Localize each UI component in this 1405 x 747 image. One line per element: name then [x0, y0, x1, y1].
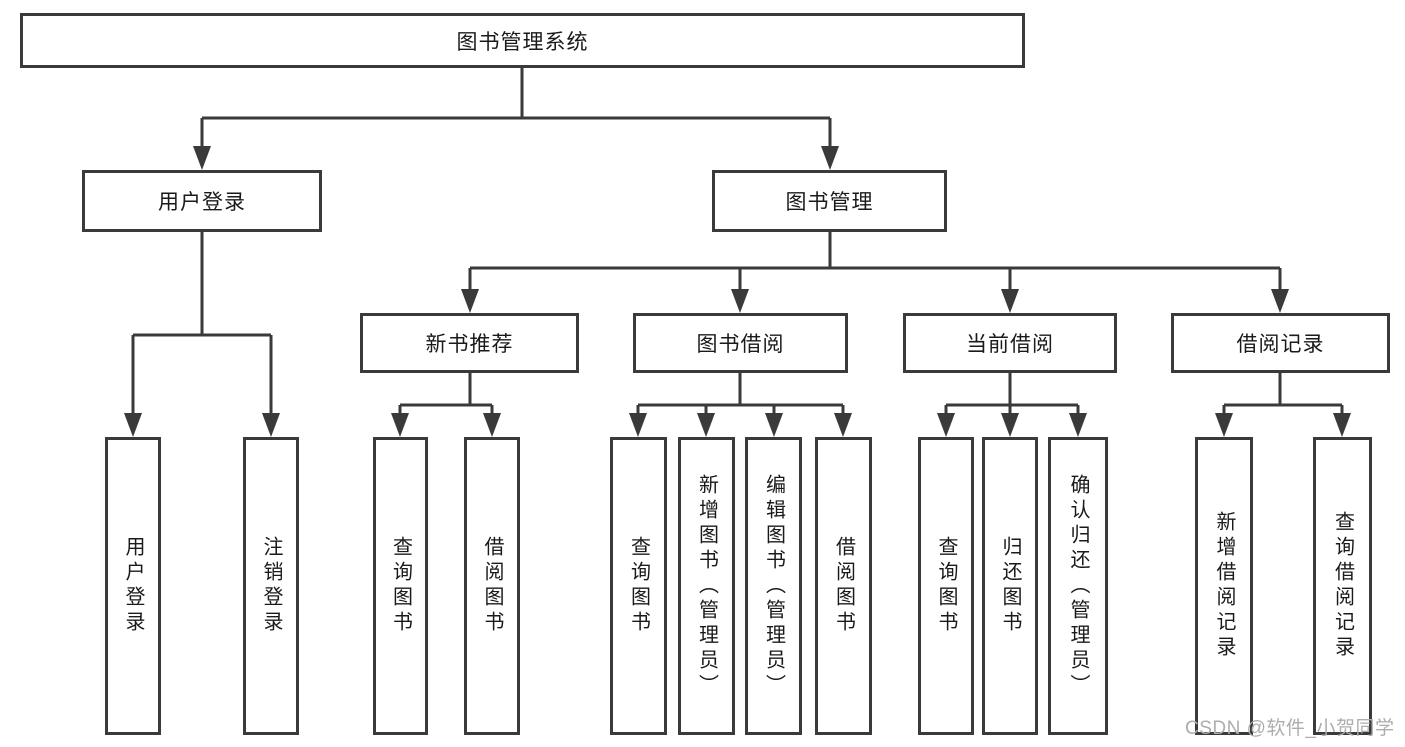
node-current-borrow: 当前借阅	[903, 313, 1117, 373]
arrow-down-icons	[124, 146, 1351, 437]
node-new-book-recommend: 新书推荐	[360, 313, 579, 373]
leaf-br-query-record: 查询借阅记录	[1313, 437, 1372, 735]
leaf-bw-query-book: 查询图书	[610, 437, 667, 735]
node-borrow-record: 借阅记录	[1171, 313, 1390, 373]
leaf-nb-query-book: 查询图书	[373, 437, 428, 735]
leaf-cb-return-book: 归还图书	[982, 437, 1038, 735]
node-user-login: 用户登录	[82, 170, 322, 232]
leaf-bw-edit-book-admin: 编辑图书（管理员）	[745, 437, 802, 735]
node-book-borrow: 图书借阅	[633, 313, 848, 373]
leaf-bw-borrow-book: 借阅图书	[815, 437, 872, 735]
node-root-system: 图书管理系统	[20, 13, 1025, 68]
csdn-watermark: CSDN @软件_小贺同学	[1185, 718, 1395, 739]
leaf-nb-borrow-book: 借阅图书	[464, 437, 520, 735]
leaf-user-login: 用户登录	[105, 437, 161, 735]
leaf-br-add-record: 新增借阅记录	[1195, 437, 1253, 735]
leaf-bw-add-book-admin: 新增图书（管理员）	[678, 437, 735, 735]
leaf-logout: 注销登录	[243, 437, 299, 735]
leaf-cb-query-book: 查询图书	[918, 437, 974, 735]
node-book-management: 图书管理	[712, 170, 947, 232]
leaf-cb-confirm-return-admin: 确认归还（管理员）	[1048, 437, 1108, 735]
